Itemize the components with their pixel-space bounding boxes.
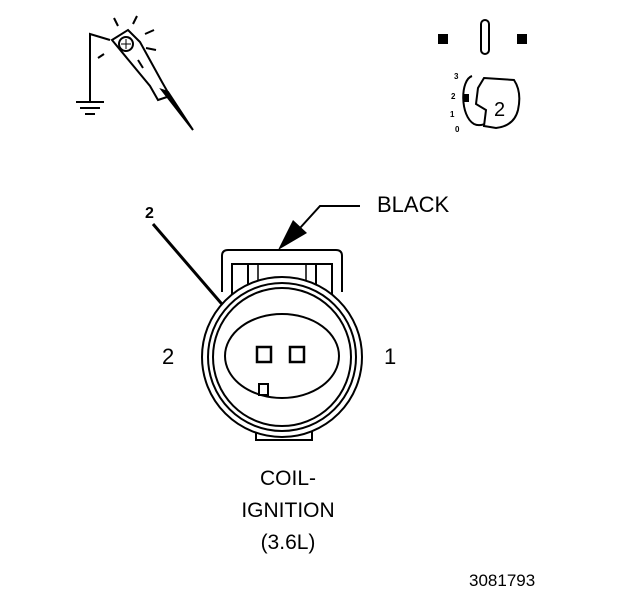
connector-ring-3 [212,287,352,427]
light-ray [145,47,157,51]
cavity-right-label: 1 [384,344,397,369]
ignition-position-1-label: 1 [450,110,455,119]
light-ray [97,53,105,59]
connector-color-label: BLACK [377,192,450,217]
probe-bulb [118,36,134,52]
terminal-face [224,313,340,399]
latch-inner [231,263,333,296]
pin-marker-label: 2 [145,205,154,222]
key-slot [480,19,490,55]
test-light-icon [76,15,194,131]
cavity-1 [288,345,306,364]
probe-tip [159,88,194,131]
cavity-2 [255,345,273,364]
ignition-position-0-label: 0 [455,125,460,134]
latch-tower [221,249,343,292]
connector-ring-2 [207,282,357,432]
light-ray [137,59,144,69]
light-ray [113,17,119,27]
light-ray [132,15,138,25]
ground-lead [89,32,111,102]
ignition-selected-position: 2 [494,99,506,121]
contact-square-left [438,34,448,44]
caption-line-1: COIL- [259,467,316,490]
light-ray [144,29,155,35]
figure-number: 3081793 [469,571,536,590]
connector-housing [201,249,363,441]
ignition-position-3-label: 3 [454,72,459,81]
contact-square-right [517,34,527,44]
cavity-left-label: 2 [162,344,175,369]
position-marker [463,94,469,102]
key-head [474,76,521,130]
color-leader-arrow [278,205,360,250]
caption-line-3: (3.6L) [260,531,316,554]
caption-line-2: IGNITION [241,499,335,522]
ignition-icon [438,19,527,130]
ignition-position-2-label: 2 [451,92,456,101]
polarization-key [258,383,269,396]
